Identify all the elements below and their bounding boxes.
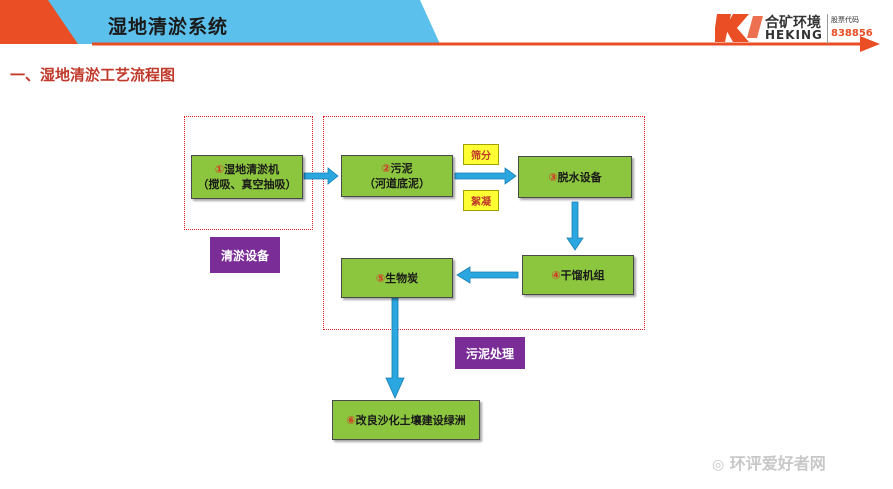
logo-en-text: HEKING bbox=[765, 28, 823, 42]
arrow-4-5 bbox=[456, 266, 519, 284]
group-label-sludge: 污泥处理 bbox=[455, 337, 525, 369]
arrow-1-2 bbox=[303, 167, 339, 185]
step-number: ⑥ bbox=[346, 413, 356, 427]
step-label: 干馏机组 bbox=[560, 268, 605, 282]
step-number: ④ bbox=[551, 268, 561, 282]
step-number: ③ bbox=[548, 170, 558, 184]
process-box-1: ①湿地清淤机 （搅吸、真空抽吸） bbox=[191, 155, 303, 199]
logo-stock-label: 股票代码 bbox=[831, 16, 859, 24]
process-box-4: ④干馏机组 bbox=[522, 255, 634, 295]
watermark-text: ◎ 环评爱好者网 bbox=[712, 450, 826, 474]
step-label: 生物炭 bbox=[385, 271, 419, 285]
page-title: 湿地清淤系统 bbox=[108, 16, 229, 38]
watermark-label: 环评爱好者网 bbox=[729, 454, 826, 473]
logo-cn-text: 合矿环境 bbox=[765, 15, 821, 31]
group-frame-sludge bbox=[323, 116, 645, 330]
process-box-3: ③脱水设备 bbox=[518, 156, 632, 198]
step-label: 污泥 bbox=[390, 162, 413, 175]
step-label: 湿地清淤机 bbox=[224, 163, 280, 176]
process-box-6: ⑥改良沙化土壤建设绿洲 bbox=[332, 400, 480, 440]
logo-stock-code: 838856 bbox=[831, 28, 873, 39]
header-arrow-tip bbox=[860, 36, 880, 52]
process-box-2: ②污泥 （河道底泥） bbox=[341, 155, 453, 197]
step-number: ① bbox=[214, 163, 225, 176]
tag-flocculation: 絮凝 bbox=[463, 190, 499, 211]
header-blue-block bbox=[48, 0, 440, 44]
header-banner bbox=[0, 0, 880, 52]
arrow-5-6 bbox=[385, 297, 405, 399]
step-number: ② bbox=[381, 162, 391, 175]
step-label: 改良沙化土壤建设绿洲 bbox=[355, 413, 466, 427]
arrow-2-3 bbox=[454, 167, 517, 185]
process-box-5: ⑤生物炭 bbox=[341, 258, 453, 298]
step-sublabel: （河道底泥） bbox=[364, 177, 430, 190]
arrow-3-4 bbox=[566, 201, 584, 251]
wechat-icon: ◎ bbox=[712, 457, 725, 473]
step-sublabel: （搅吸、真空抽吸） bbox=[197, 178, 297, 191]
section-title: 一、湿地清淤工艺流程图 bbox=[10, 66, 176, 84]
step-number: ⑤ bbox=[375, 271, 386, 285]
group-label-dredging: 清淤设备 bbox=[210, 237, 280, 273]
step-label: 脱水设备 bbox=[557, 170, 602, 184]
heking-logo-icon bbox=[715, 14, 828, 44]
tag-screening: 筛分 bbox=[463, 144, 499, 165]
